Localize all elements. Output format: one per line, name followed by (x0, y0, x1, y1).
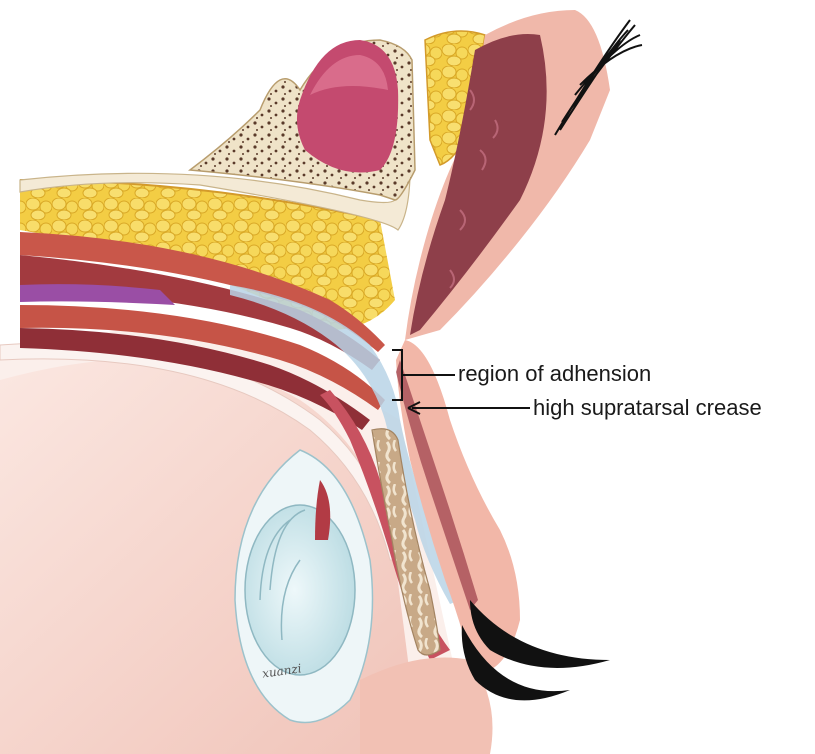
brow-dermis (410, 34, 547, 335)
levator-muscle (20, 255, 380, 370)
rectus-dark (20, 328, 370, 430)
superior-oblique-purple (20, 284, 175, 305)
lens (244, 504, 356, 676)
lens-rings (259, 509, 306, 641)
lid-margin-eyelashes-2 (461, 625, 570, 701)
orbicularis-upper (20, 232, 385, 352)
eyelid-dermis (396, 360, 478, 610)
frontal-sinus-highlight (310, 55, 388, 95)
eyelid-skin (396, 340, 520, 670)
crease-arrowhead (407, 401, 421, 415)
superior-rectus (20, 305, 385, 410)
label-region-of-adhesion: region of adhension (458, 361, 652, 386)
upper-eyelashes (554, 19, 643, 136)
lid-margin-eyelashes (470, 600, 610, 668)
lower-lid (360, 657, 493, 754)
iris-root (315, 480, 331, 540)
brow-dermis-texture (449, 89, 499, 289)
tarsal-plate (371, 428, 441, 656)
pretarsal-orbicularis (320, 390, 450, 660)
label-high-supratarsal-crease: high supratarsal crease (533, 395, 762, 420)
levator-aponeurosis (230, 285, 460, 604)
